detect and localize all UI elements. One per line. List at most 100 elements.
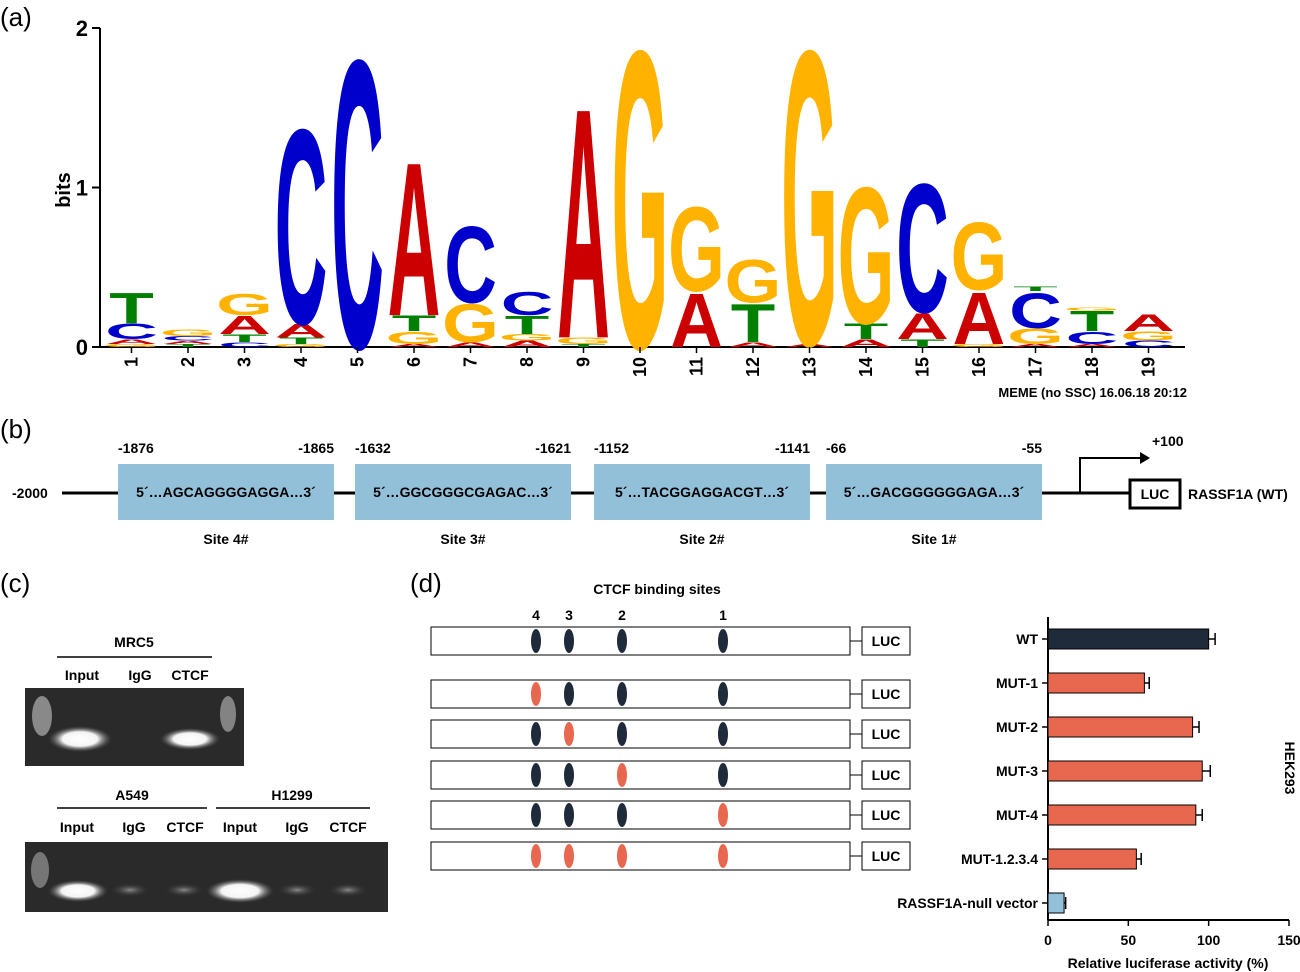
svg-text:C: C — [1066, 328, 1119, 348]
logo-letter-A: A — [275, 320, 328, 342]
site-name: Site 1# — [911, 531, 956, 547]
logo-x-tick-label: 1 — [122, 357, 142, 367]
logo-letter-C: C — [275, 73, 328, 384]
logo-letter-G: G — [386, 328, 443, 348]
site-normal-oval — [531, 722, 541, 746]
gel-top-image — [25, 688, 244, 766]
site-normal-oval — [617, 682, 627, 706]
svg-text:A: A — [557, 41, 610, 408]
logo-letter-G: G — [951, 343, 1008, 348]
logo-x-tick-label: 17 — [1026, 357, 1046, 377]
bar-side-label: HEK293 — [1282, 742, 1298, 795]
promoter-luc-label: LUC — [1141, 486, 1170, 502]
logo-letter-C: C — [501, 285, 554, 322]
site-normal-oval — [617, 722, 627, 746]
svg-text:G: G — [499, 333, 556, 343]
bar-category-label: MUT-4 — [996, 807, 1038, 823]
logo-letter-T: T — [109, 284, 154, 333]
site-end-coord: -1865 — [298, 440, 334, 456]
svg-text:A: A — [218, 310, 271, 340]
construct-schematic: CTCF binding sites 4 3 2 1 LUCLUCLUCLUCL… — [430, 581, 911, 871]
gel-top-lane-1: Input — [65, 667, 100, 683]
site-name: Site 4# — [203, 531, 248, 547]
bar-xlabel: Relative luciferase activity (%) — [1068, 955, 1269, 971]
gel-top-lane-2: IgG — [128, 667, 151, 683]
logo-x-tick-label: 5 — [348, 357, 368, 367]
promoter-left-coord: -2000 — [12, 485, 48, 501]
site-start-coord: -66 — [826, 440, 846, 456]
construct-luc-label: LUC — [872, 807, 901, 823]
svg-text:A: A — [727, 341, 780, 348]
panel-label-b: (b) — [0, 414, 32, 444]
site-start-coord: -1876 — [118, 440, 154, 456]
svg-text:C: C — [275, 73, 328, 384]
svg-text:C: C — [105, 319, 158, 343]
site-normal-oval — [564, 629, 574, 653]
svg-text:A: A — [840, 337, 893, 349]
bar — [1047, 804, 1197, 826]
svg-text:G: G — [103, 343, 160, 348]
construct-title: CTCF binding sites — [593, 581, 721, 597]
logo-x-tick-label: 9 — [574, 357, 594, 367]
svg-text:C: C — [444, 203, 497, 325]
svg-text:C: C — [1009, 283, 1062, 339]
logo-letter-A: A — [1122, 309, 1175, 336]
gel-top-band-input — [48, 726, 112, 752]
bar-category-label: MUT-2 — [996, 719, 1038, 735]
logo-letter-A: A — [1066, 343, 1119, 348]
logo-letter-G: G — [612, 0, 669, 438]
svg-text:T: T — [900, 337, 945, 349]
svg-text:T: T — [1070, 305, 1115, 337]
logo-letter-T: T — [561, 343, 606, 348]
site-mutant-oval — [564, 722, 574, 746]
panel-label-c: (c) — [0, 568, 30, 598]
svg-text:G: G — [216, 287, 273, 322]
bar-x-tick-label: 100 — [1197, 932, 1221, 948]
gel-top-band-ctcf — [160, 728, 220, 750]
logo-letter-G: G — [499, 333, 556, 343]
site-sequence: 5´…GACGGGGGGAGA…3´ — [844, 484, 1025, 500]
site-normal-oval — [564, 803, 574, 827]
site-sequence: 5´…TACGGAGGACGT…3´ — [615, 484, 789, 500]
site-normal-oval — [718, 722, 728, 746]
promoter-luc-box — [1128, 478, 1182, 510]
gel-bottom-band-a549-ctcf — [164, 883, 204, 897]
logo-letter-C: C — [896, 145, 949, 351]
logo-letter-T: T — [900, 337, 945, 349]
gel-top-ladder-left — [32, 696, 52, 736]
logo-x-tick-label: 8 — [517, 357, 537, 367]
bar-x-tick-label: 150 — [1277, 932, 1300, 948]
svg-text:T: T — [844, 319, 889, 343]
logo-letter-A: A — [840, 337, 893, 349]
svg-text:A: A — [444, 341, 497, 348]
svg-text:G: G — [951, 204, 1008, 311]
site-box — [594, 464, 810, 520]
construct-luc-box — [861, 626, 911, 656]
logo-letter-G: G — [668, 183, 725, 317]
site-normal-oval — [718, 682, 728, 706]
construct-luc-label: LUC — [872, 686, 901, 702]
svg-text:C: C — [162, 335, 215, 342]
svg-text:A: A — [896, 306, 949, 347]
construct-luc-label: LUC — [872, 726, 901, 742]
svg-text:T: T — [222, 333, 267, 345]
svg-text:G: G — [386, 328, 443, 348]
svg-text:C: C — [896, 145, 949, 351]
construct-luc-box — [861, 841, 911, 871]
site-normal-oval — [531, 803, 541, 827]
logo-x-tick-label: 16 — [969, 357, 989, 377]
logo-letter-G: G — [103, 343, 160, 348]
svg-text:G: G — [1007, 324, 1064, 348]
svg-text:A: A — [162, 340, 215, 345]
logo-letter-A: A — [1009, 343, 1062, 348]
bar-marks: WTMUT-1MUT-2MUT-3MUT-4MUT-1.2.3.4RASSF1A… — [897, 628, 1216, 914]
svg-text:A: A — [783, 343, 836, 348]
logo-letter-C: C — [444, 203, 497, 325]
construct-luc-box — [861, 760, 911, 790]
bar — [1047, 848, 1137, 870]
logo-letter-G: G — [273, 343, 330, 348]
gel-bottom-band-a549-igg — [110, 883, 150, 897]
logo-letter-T: T — [222, 333, 267, 345]
